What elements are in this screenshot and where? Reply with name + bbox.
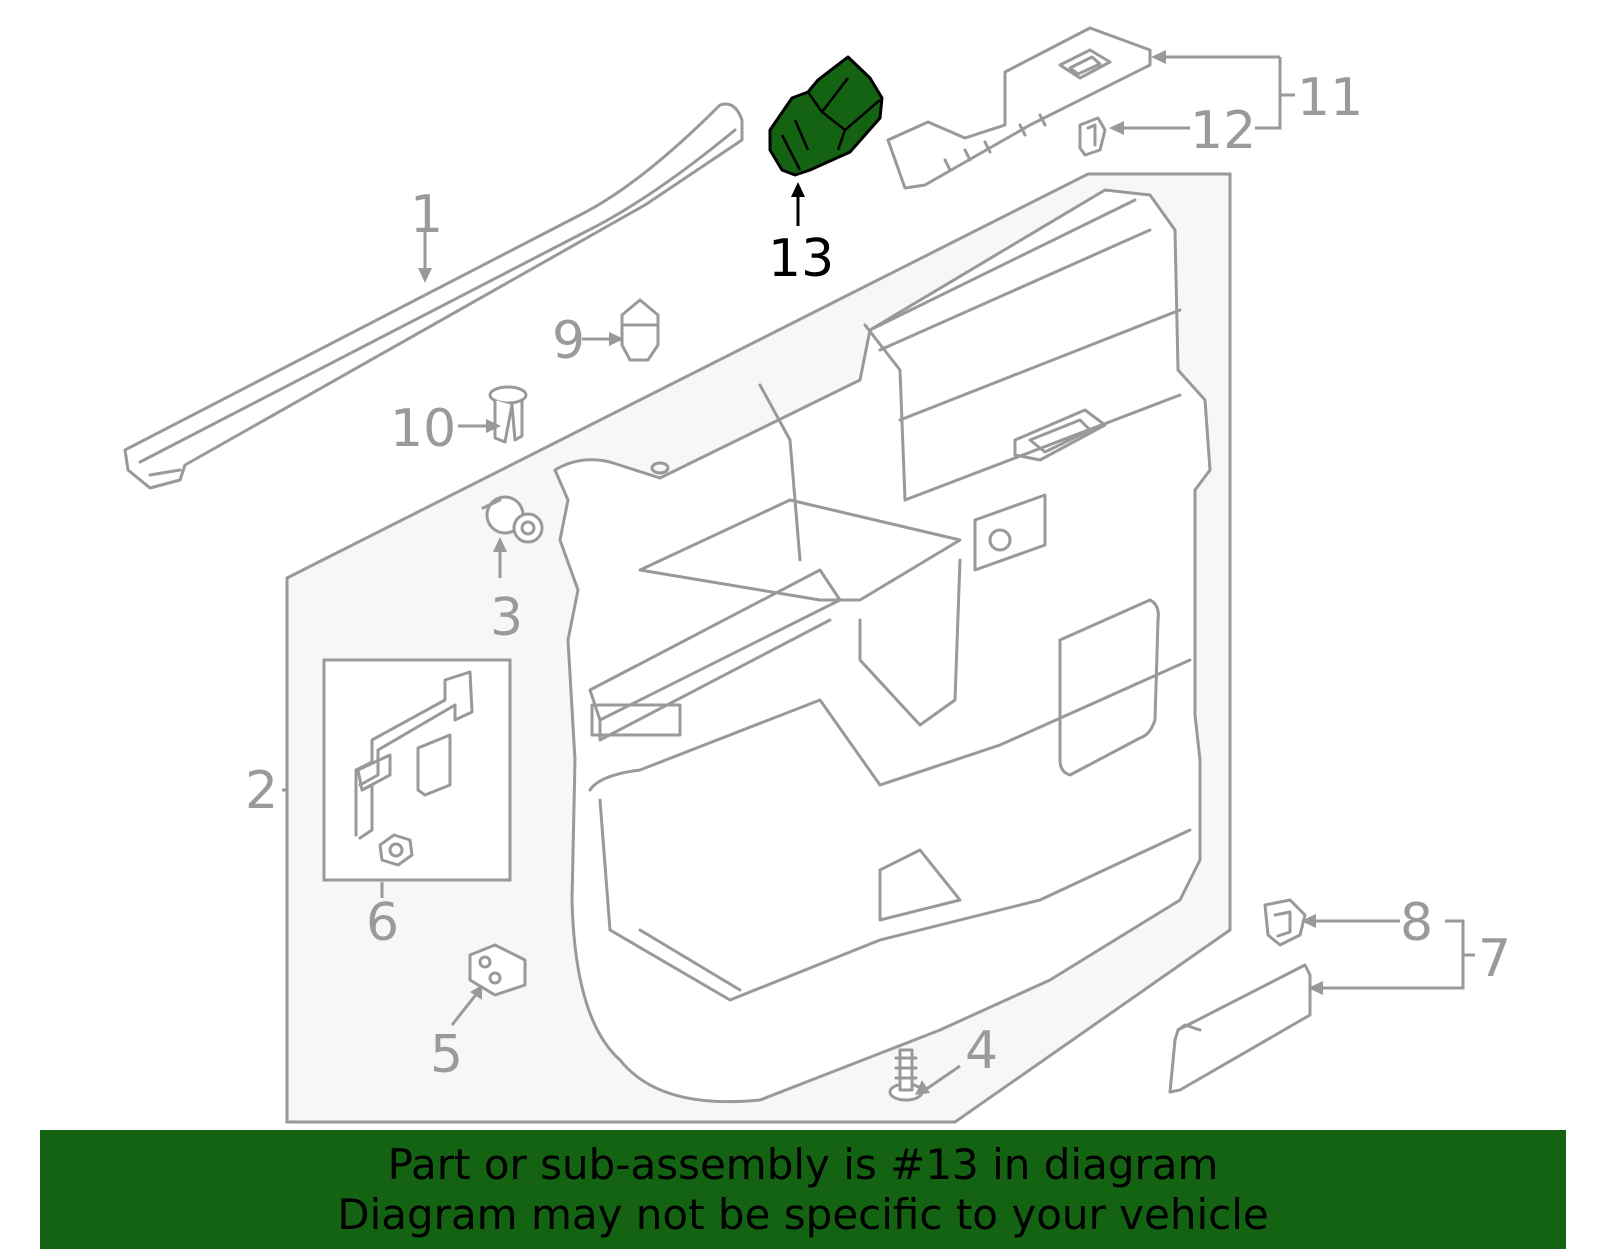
callout-7: 7 <box>1478 929 1511 989</box>
banner-line-1: Part or sub-assembly is #13 in diagram <box>387 1139 1219 1189</box>
leader-lines <box>282 50 1475 1095</box>
callout-4: 4 <box>965 1021 998 1081</box>
clip-10 <box>488 385 528 444</box>
callout-5: 5 <box>430 1025 463 1085</box>
door-panel-assembly <box>285 172 1232 1124</box>
callout-13: 13 <box>768 229 834 289</box>
callout-1: 1 <box>410 185 443 245</box>
window-switch-13 <box>768 55 884 177</box>
clip-8 <box>1263 898 1307 947</box>
screw-4 <box>888 1048 924 1102</box>
switch-bezel-11 <box>886 26 1152 190</box>
callout-2: 2 <box>245 761 278 821</box>
callout-11: 11 <box>1297 68 1363 128</box>
banner-line-2: Diagram may not be specific to your vehi… <box>337 1189 1269 1239</box>
clip-12 <box>1078 116 1107 157</box>
clip-3 <box>481 495 544 544</box>
callout-9: 9 <box>552 311 585 371</box>
callout-8: 8 <box>1400 893 1433 953</box>
callout-3: 3 <box>490 588 523 648</box>
parts-diagram: 1 2 3 4 5 6 7 8 9 10 11 12 13 <box>123 26 1511 1124</box>
belt-weatherstrip <box>123 102 744 490</box>
cover-7 <box>1168 963 1312 1094</box>
info-banner: Part or sub-assembly is #13 in diagram D… <box>40 1130 1566 1249</box>
callout-12: 12 <box>1190 101 1256 161</box>
push-pin-9 <box>620 298 660 362</box>
bracket-5 <box>468 943 527 997</box>
callout-6: 6 <box>366 893 399 953</box>
bracket-kit-box <box>322 658 512 882</box>
callout-10: 10 <box>390 399 456 459</box>
